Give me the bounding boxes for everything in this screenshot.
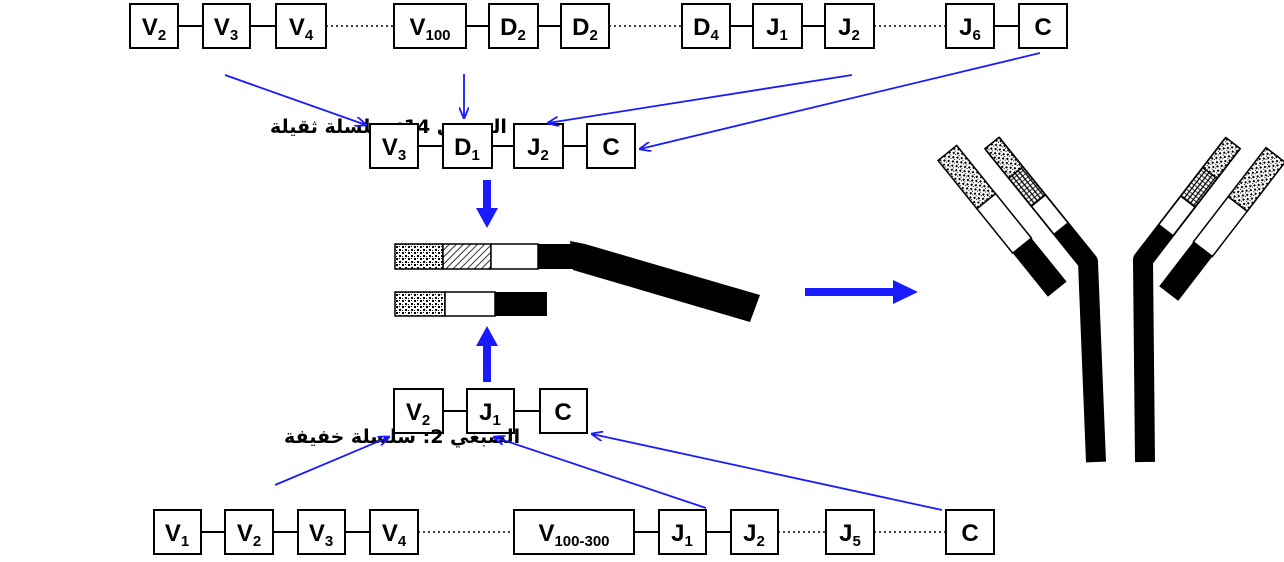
segment-box: V3: [369, 123, 419, 169]
svg-text:V3: V3: [309, 520, 333, 550]
heavy-germline-row: V2 V3 V4 V100 D2 D2 D4 J1 J2 J6 C: [129, 3, 1068, 49]
svg-text:V1: V1: [165, 520, 189, 550]
segment-box: V3: [297, 509, 346, 555]
segment-box: V2: [224, 509, 274, 555]
selection-arrow: [640, 52, 1041, 149]
segment-box: D2: [560, 3, 610, 49]
antibody-light-chain-right: [1159, 146, 1284, 301]
selection-arrow: [274, 437, 389, 486]
segment-box: C: [1018, 3, 1068, 49]
segment-box: V2: [393, 388, 444, 434]
segment-box: J1: [466, 388, 515, 434]
light-selection-arrows: [274, 434, 943, 511]
segment-box: J1: [752, 3, 803, 49]
svg-text:J1: J1: [766, 14, 788, 44]
antibody-heavy-chain-right: [1133, 136, 1242, 463]
light-rearranged-row: V2 J1 C: [393, 388, 588, 434]
light-chain-protein: [394, 291, 547, 317]
segment-box: V2: [129, 3, 179, 49]
segment-box: V100-300: [513, 509, 635, 555]
antibody-light-chain-left: [936, 144, 1067, 297]
heavy-rearranged-row: V3 D1 J2 C: [369, 123, 636, 169]
svg-text:D2: D2: [500, 14, 526, 44]
svg-text:C: C: [602, 134, 619, 161]
light-chain-label: الصبغي 2: سلسلة خفيفة: [284, 426, 520, 448]
antibody-y-shape: [936, 136, 1284, 463]
svg-text:V100: V100: [409, 14, 450, 44]
heavy-chain-protein: [394, 241, 760, 322]
heavy-selection-arrows: [224, 52, 1041, 149]
svg-text:D2: D2: [572, 14, 598, 44]
svg-text:J2: J2: [743, 520, 765, 550]
translation-arrow-down: [476, 180, 498, 228]
segment-box: V1: [153, 509, 202, 555]
translation-arrow-up: [476, 326, 498, 382]
svg-text:V100-300: V100-300: [538, 520, 609, 550]
svg-text:J6: J6: [959, 14, 981, 44]
segment-box: V100: [393, 3, 467, 49]
svg-text:C: C: [1034, 14, 1051, 41]
svg-text:J5: J5: [839, 520, 861, 550]
segment-box: C: [539, 388, 588, 434]
assembly-arrow-right: [805, 280, 918, 304]
segment-box: J5: [825, 509, 875, 555]
segment-box: D4: [681, 3, 731, 49]
light-germline-row: V1 V2 V3 V4 V100-300 J1 J2 J5 C: [153, 509, 995, 555]
segment-box: J2: [824, 3, 875, 49]
svg-text:C: C: [554, 399, 571, 426]
segment-box: C: [586, 123, 636, 169]
segment-box: J2: [730, 509, 779, 555]
svg-text:V4: V4: [382, 520, 407, 550]
antibody-heavy-chain-left: [983, 136, 1106, 463]
svg-text:D1: D1: [454, 134, 480, 164]
svg-text:J2: J2: [527, 134, 549, 164]
svg-text:V2: V2: [237, 520, 261, 550]
selection-arrow: [494, 437, 707, 509]
svg-text:V4: V4: [289, 14, 314, 44]
svg-text:C: C: [961, 520, 978, 547]
segment-box: J2: [513, 123, 564, 169]
svg-text:V2: V2: [142, 14, 166, 44]
svg-text:J1: J1: [671, 520, 693, 550]
svg-text:V3: V3: [382, 134, 406, 164]
selection-arrow: [548, 74, 853, 123]
segment-box: J6: [945, 3, 995, 49]
svg-text:J2: J2: [838, 14, 860, 44]
segment-box: V4: [369, 509, 419, 555]
segment-box: D2: [488, 3, 539, 49]
segment-box: V3: [202, 3, 251, 49]
svg-text:J1: J1: [479, 399, 501, 429]
selection-arrow: [592, 434, 943, 511]
segment-box: J1: [658, 509, 707, 555]
svg-text:V3: V3: [214, 14, 238, 44]
selection-arrow: [224, 74, 366, 125]
svg-text:V2: V2: [406, 399, 430, 429]
segment-box: D1: [442, 123, 493, 169]
segment-box: C: [945, 509, 995, 555]
segment-box: V4: [275, 3, 327, 49]
svg-text:D4: D4: [693, 14, 719, 44]
